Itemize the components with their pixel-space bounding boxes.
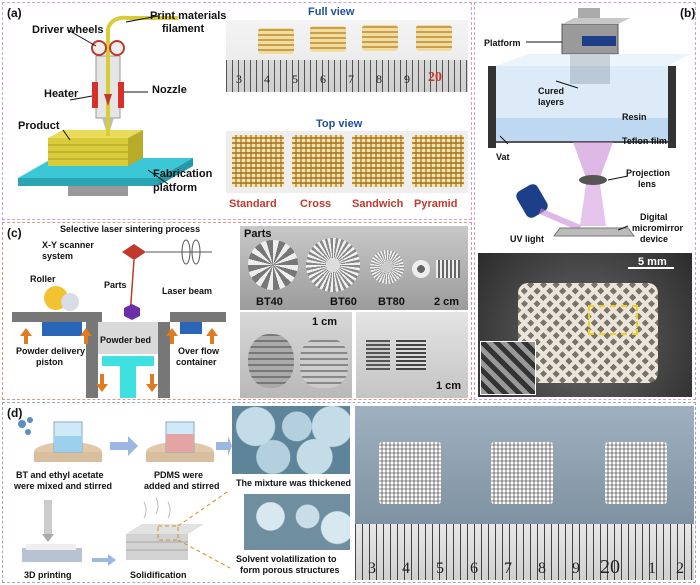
photo-parts-title: Parts — [244, 228, 272, 240]
step6-line1: Solvent volatilization to — [236, 554, 337, 564]
label-powder-bed: Powder bed — [100, 335, 152, 345]
label-bt40: BT40 — [256, 296, 283, 308]
dlp-schematic — [488, 8, 690, 237]
sls-schematic — [12, 239, 226, 398]
label-b-vat: Vat — [496, 152, 510, 162]
fdm-schematic — [18, 15, 193, 196]
label-overflow-2: container — [176, 357, 217, 367]
label-overflow-1: Over flow — [178, 346, 220, 356]
sample-sandwich: Sandwich — [352, 198, 404, 210]
panel-b-frame — [474, 2, 696, 400]
label-b-platform: Platform — [484, 38, 521, 48]
label-b-device: device — [640, 234, 669, 244]
panel-c-frame — [2, 222, 472, 400]
sample-standard: Standard — [229, 198, 277, 210]
top-view-title: Top view — [316, 118, 363, 130]
parts-photo — [240, 226, 468, 310]
panel-a-id: (a) — [7, 6, 22, 20]
ruler-d-8: 8 — [538, 560, 546, 577]
ruler-a-3: 3 — [236, 72, 242, 86]
label-laser-beam: Laser beam — [162, 286, 213, 296]
label-b-cured: Cured — [538, 86, 565, 96]
label-b-layers: layers — [538, 97, 565, 107]
dip-process-schematic — [18, 417, 232, 569]
step2-line2: added and stirred — [144, 481, 220, 491]
top-view-photo — [226, 131, 468, 193]
step6-line2: form porous structures — [240, 565, 340, 575]
ruler-d-7: 7 — [504, 560, 512, 577]
ruler-a-8: 8 — [376, 72, 382, 86]
label-bt80: BT80 — [378, 296, 405, 308]
ruler-a-6: 6 — [320, 72, 326, 86]
label-product: Product — [18, 120, 60, 132]
label-driver-wheels: Driver wheels — [32, 24, 104, 36]
label-b-projection: Projection — [626, 168, 671, 178]
label-filament: filament — [162, 23, 205, 35]
label-b-uv: UV light — [510, 234, 544, 244]
panel-d-id: (d) — [7, 406, 23, 420]
label-platform: platform — [153, 182, 197, 194]
ruler-a-5: 5 — [292, 72, 298, 86]
label-scanner-2: system — [42, 251, 74, 261]
label-roller: Roller — [30, 274, 56, 284]
label-heater: Heater — [44, 88, 79, 100]
step-solidification: Solidification — [130, 570, 187, 580]
scaffold-photo — [355, 406, 694, 580]
porous-photo — [244, 494, 350, 550]
label-parts: Parts — [104, 280, 127, 290]
ruler-d-2: 2 — [676, 560, 684, 577]
full-view-photo — [226, 20, 468, 92]
full-view-title: Full view — [308, 6, 355, 18]
label-b-lens: lens — [638, 179, 657, 189]
step-3d-printing: 3D printing — [24, 570, 72, 580]
ruler-d-20: 20 — [600, 556, 620, 578]
label-powder-delivery-1: Powder delivery — [16, 346, 86, 356]
label-b-resin: Resin — [622, 112, 647, 122]
label-scanner-1: X-Y scanner — [42, 240, 94, 250]
ruler-a-7: 7 — [348, 72, 354, 86]
label-print-materials: Print materials — [150, 10, 227, 22]
step2-line1: PDMS were — [154, 470, 204, 480]
label-b-teflon: Teflon film — [622, 136, 667, 146]
step-thickened: The mixture was thickened — [236, 478, 352, 488]
panel-b-id: (b) — [680, 6, 696, 20]
ruler-d-9: 9 — [572, 560, 580, 577]
label-fabrication: Fabrication — [153, 168, 213, 180]
ruler-d-1: 1 — [648, 560, 656, 577]
ruler-a-9: 9 — [404, 72, 410, 86]
lattice-photo — [478, 253, 692, 397]
rings-photo — [240, 312, 352, 398]
step1-line2: were mixed and stirred — [14, 481, 113, 491]
ruler-a-4: 4 — [264, 72, 270, 86]
panel-d-frame — [2, 402, 696, 583]
ruler-d-6: 6 — [470, 560, 478, 577]
ruler-a-20: 20 — [428, 70, 442, 85]
label-nozzle: Nozzle — [152, 84, 187, 96]
sls-title: Selective laser sintering process — [60, 224, 201, 234]
label-bt60: BT60 — [330, 296, 357, 308]
label-powder-delivery-2: piston — [36, 357, 63, 367]
step1-line1: BT and ethyl acetate — [16, 470, 104, 480]
ruler-d-3: 3 — [368, 560, 376, 577]
scale-1cm-b: 1 cm — [436, 380, 462, 392]
label-b-digital: Digital — [640, 212, 668, 222]
label-b-micromirror: micromirror — [632, 223, 684, 233]
lattice-cylinders-photo — [356, 312, 468, 398]
scale-1cm-a: 1 cm — [312, 316, 338, 328]
sample-pyramid: Pyramid — [414, 198, 458, 210]
scale-2cm: 2 cm — [434, 296, 460, 308]
thickened-photo — [232, 406, 350, 474]
panel-c-id: (c) — [7, 226, 22, 240]
ruler-d-4: 4 — [402, 560, 410, 577]
sample-cross: Cross — [300, 198, 332, 210]
ruler-d-5: 5 — [436, 560, 444, 577]
scale-5mm: 5 mm — [638, 256, 667, 268]
panel-a-frame — [2, 2, 472, 220]
